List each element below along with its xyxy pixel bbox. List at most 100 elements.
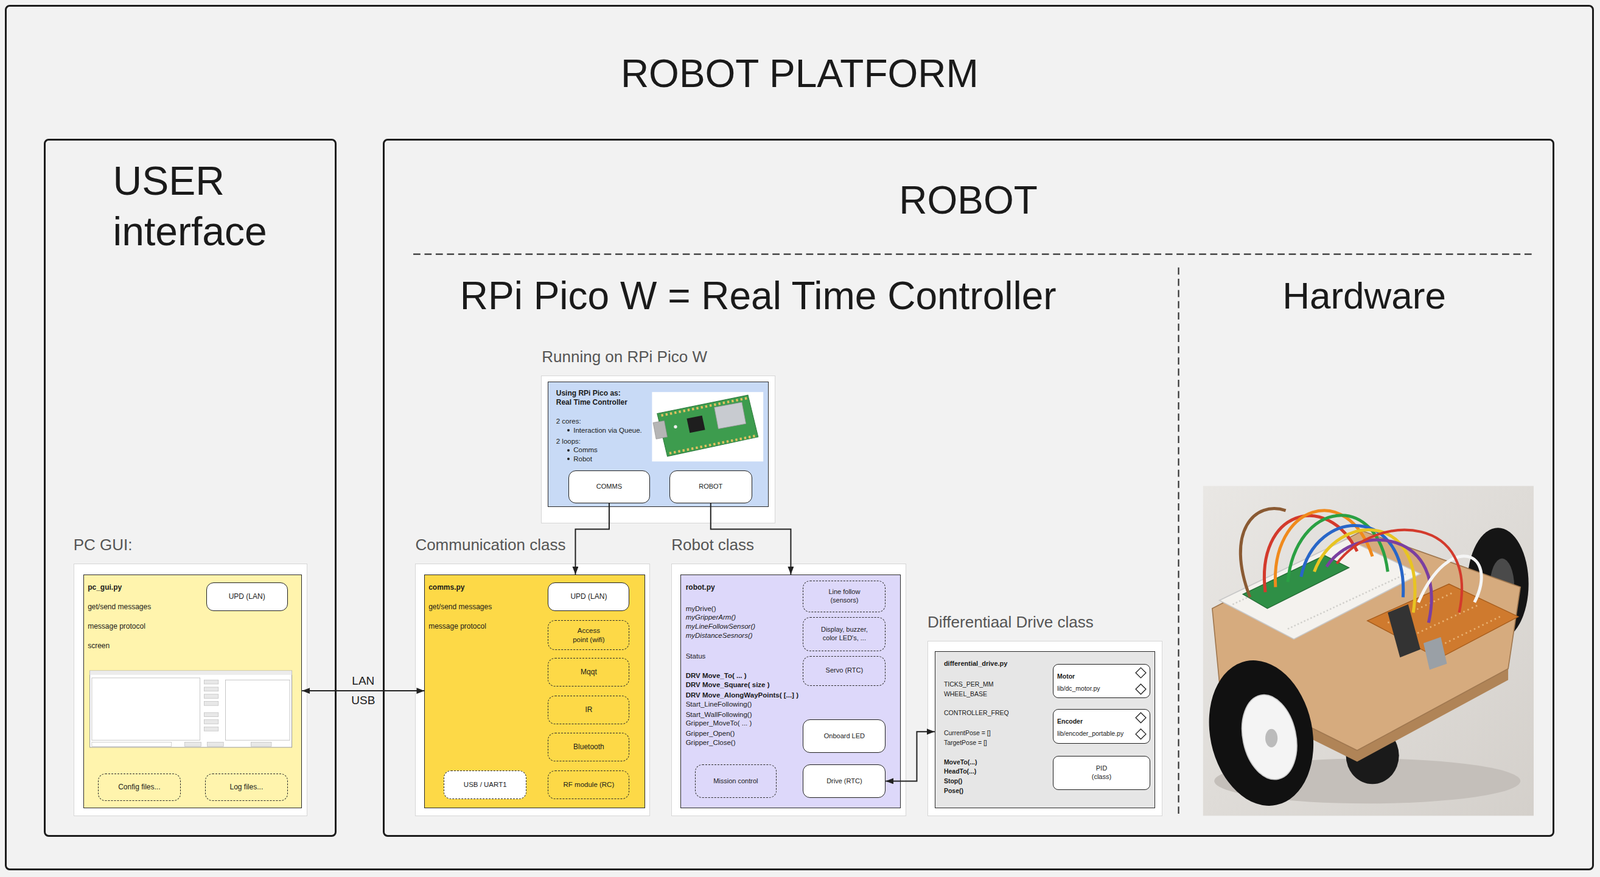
- node-text: MoveTo(...): [943, 758, 978, 767]
- node-text: Robot: [573, 454, 593, 464]
- gui-screenshot-part: [203, 694, 218, 699]
- title: ROBOT PLATFORM: [620, 49, 979, 98]
- node-text: HeadTo(...): [943, 767, 977, 776]
- node-text: Gripper_Open(): [685, 729, 736, 738]
- node-text: Motor: [1057, 672, 1075, 681]
- robot-photo-part: [1326, 539, 1432, 623]
- robot-photo-part: [1240, 508, 1286, 598]
- gui-screenshot-part: [203, 701, 218, 706]
- robot-photo-part: [1423, 637, 1448, 671]
- section-divider-part: [1177, 267, 1179, 818]
- pico-board-photo-part: [669, 435, 756, 454]
- node-text: Servo (RTC): [825, 666, 864, 675]
- gui-screenshot-part: [250, 742, 272, 747]
- node-text: UPD (LAN): [228, 592, 266, 602]
- node-text: Pose(): [943, 786, 964, 795]
- channel-box: Access point (wifi): [547, 620, 630, 650]
- component-box: Servo (RTC): [802, 656, 886, 686]
- robot-photo-part: [1436, 616, 1501, 647]
- node-text: Bluetooth: [573, 742, 605, 752]
- node-text: Mission control: [713, 777, 758, 786]
- interface-symbol-part: [1135, 712, 1146, 724]
- node-text: myLineFollowSensor(): [685, 621, 756, 631]
- panel-title: USER interface: [113, 155, 268, 257]
- node-text: Gripper_Close(): [685, 738, 736, 747]
- library-box: Motor lib/dc_motor.py: [1052, 663, 1150, 698]
- gui-screenshot-part: [203, 687, 218, 692]
- gui-screenshot-part: [90, 670, 293, 675]
- loop-box: ROBOT: [669, 470, 753, 504]
- robot-photo-part: [1336, 530, 1462, 613]
- node-text: Encoder: [1057, 717, 1083, 726]
- pico-board-photo-part: [651, 391, 764, 462]
- gui-screenshot-part: [203, 719, 218, 725]
- node-text: ROBOT: [698, 482, 723, 492]
- channel-box: UPD (LAN): [547, 582, 630, 612]
- node-text: Log files...: [230, 782, 264, 792]
- section-divider-part: [413, 253, 1534, 256]
- gui-screenshot-part: [91, 677, 201, 741]
- node-text: CONTROLLER_FREQ: [943, 709, 1010, 717]
- file-box: Config files...: [97, 773, 181, 801]
- node-text: myDistanceSesnors(): [685, 631, 753, 640]
- connector: [885, 731, 935, 781]
- component-box: Drive (RTC): [802, 764, 886, 798]
- node-text: comms.py: [428, 583, 465, 593]
- node-text: lib/dc_motor.py: [1057, 684, 1101, 693]
- component-box: Display, buzzer, color LED's, ...: [802, 617, 886, 651]
- gui-screenshot-part: [90, 670, 293, 748]
- frame-heading: Running on RPi Pico W: [541, 346, 708, 367]
- interface-symbol-part: [1135, 684, 1146, 695]
- robot-photo: [1195, 486, 1534, 817]
- node-text: Start_WallFollowing(): [685, 710, 753, 719]
- component-box: Line follow (sensors): [802, 580, 886, 613]
- node-text: get/send messages: [87, 602, 151, 612]
- gui-screenshot: [90, 670, 293, 748]
- robot-photo-part: [1301, 525, 1404, 598]
- frame-heading: PC GUI:: [73, 534, 133, 556]
- drive-class-frame: Differentiaal Drive classdifferential_dr…: [927, 640, 1163, 817]
- section-heading: Hardware: [1282, 272, 1447, 320]
- node-text: Config files...: [118, 782, 161, 792]
- gui-screenshot-part: [203, 712, 218, 717]
- connector: [710, 503, 792, 575]
- pico-board-photo-part: [686, 415, 705, 434]
- node-text: COMMS: [596, 482, 622, 492]
- robot-module: robot.pymyDrive()myGripperArm()myLineFol…: [680, 574, 901, 809]
- node-text: Status: [685, 651, 706, 661]
- frame-heading: Differentiaal Drive class: [927, 612, 1094, 633]
- robot-photo-part: [1195, 650, 1327, 816]
- node-text: DRV Move_Square( size ): [685, 680, 770, 689]
- node-text: Interaction via Queue.: [573, 426, 643, 435]
- node-text: 2 loops:: [556, 436, 581, 446]
- robot-photo-part: [1234, 689, 1305, 785]
- node-text: message protocol: [87, 621, 146, 632]
- channel-box: IR: [547, 695, 630, 725]
- gui-screenshot-part: [206, 742, 224, 747]
- node-text: message protocol: [428, 621, 487, 632]
- node-text: myGripperArm(): [685, 612, 736, 622]
- gui-screenshot-part: [203, 679, 218, 685]
- node-text: Line follow (sensors): [828, 587, 861, 605]
- robot-photo-part: [1265, 729, 1278, 748]
- gui-screenshot-part: [91, 742, 172, 747]
- robot-class-frame: Robot classrobot.pymyDrive()myGripperArm…: [671, 563, 907, 817]
- node-text: DRV Move_To( ... ): [685, 671, 747, 680]
- node-text: Display, buzzer, color LED's, ...: [820, 625, 868, 643]
- comms-module: comms.pyget/send messagesmessage protoco…: [424, 574, 645, 809]
- frame-heading: Robot class: [671, 534, 755, 556]
- node-text: UPD (LAN): [570, 592, 607, 602]
- interface-symbol-part: [1135, 729, 1146, 740]
- section-divider: [413, 254, 1534, 817]
- pico-board-photo-part: [657, 394, 759, 457]
- node-text: screen: [87, 641, 110, 651]
- drive-module: differential_drive.pyTICKS_PER_MMWHEEL_B…: [934, 651, 1156, 809]
- node-text: 2 cores:: [556, 416, 582, 426]
- node-text: differential_drive.py: [943, 659, 1008, 669]
- node-text: lib/encoder_portable.py: [1057, 729, 1124, 738]
- pico-board-photo-part: [673, 425, 677, 429]
- node-text: Stop(): [943, 777, 963, 786]
- node-text: USB / UART1: [463, 780, 507, 789]
